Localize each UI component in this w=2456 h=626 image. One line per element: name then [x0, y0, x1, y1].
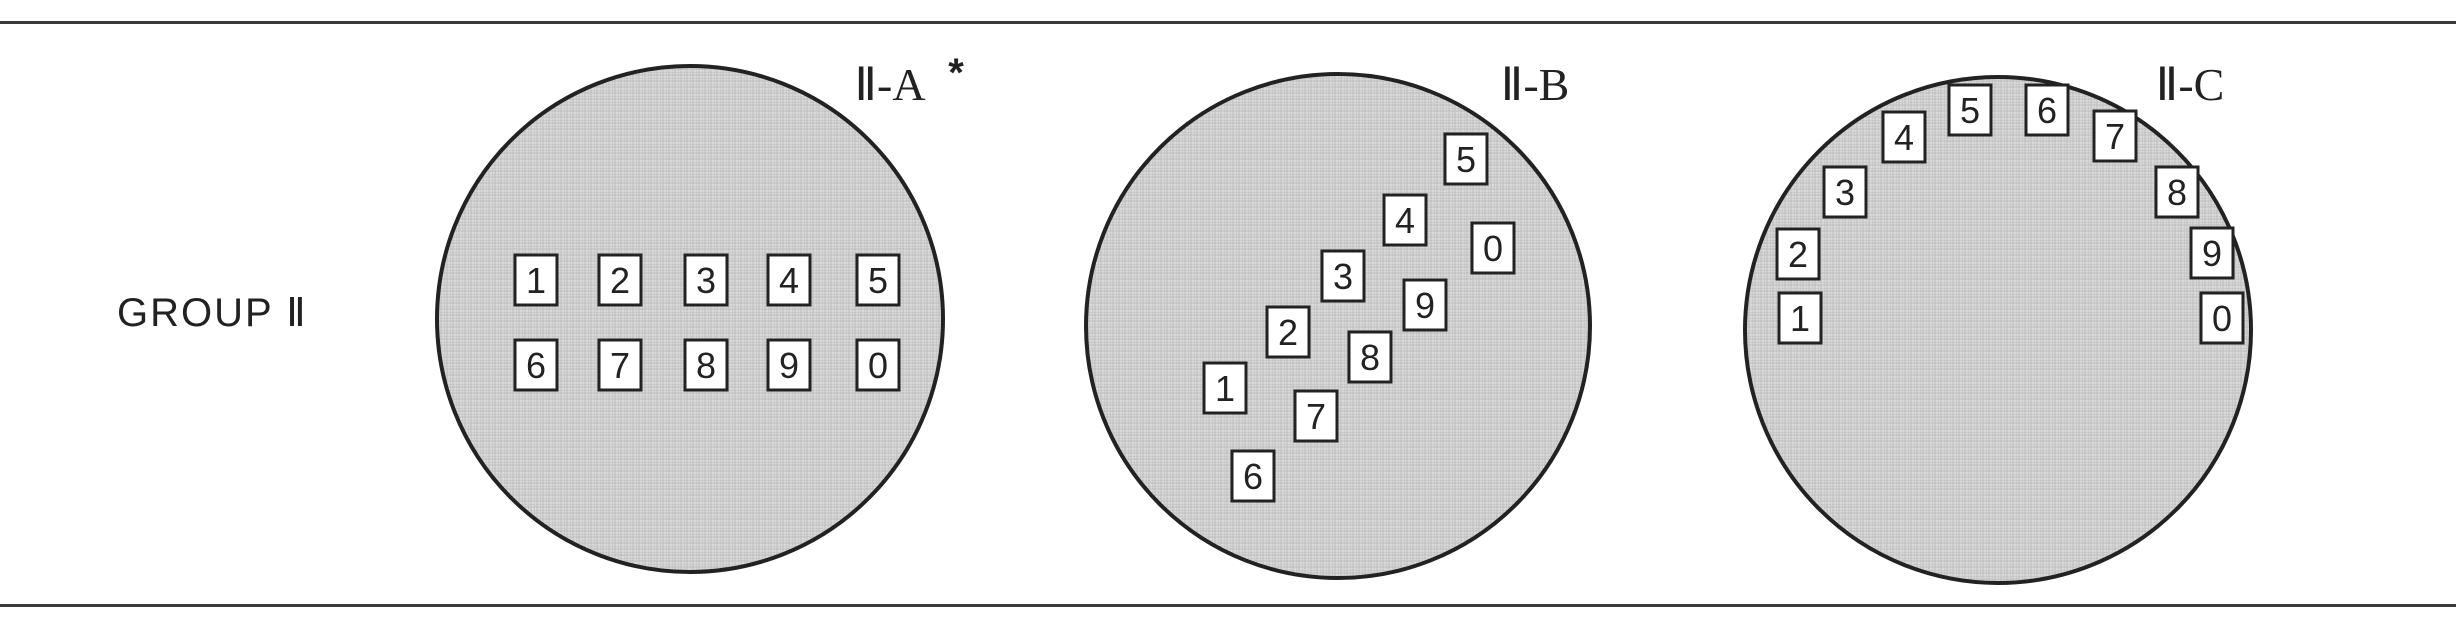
- key-9: 9: [1402, 278, 1448, 332]
- key-7: 7: [1293, 389, 1339, 443]
- panel-title-mark: *: [948, 51, 964, 95]
- key-7: 7: [597, 338, 643, 392]
- key-3: 3: [1822, 165, 1868, 219]
- key-9: 9: [2189, 226, 2235, 280]
- key-6: 6: [513, 338, 559, 392]
- key-7: 7: [2092, 109, 2138, 163]
- key-label: 1: [1790, 298, 1810, 339]
- key-label: 0: [2212, 298, 2232, 339]
- key-8: 8: [1347, 330, 1393, 384]
- key-1: 1: [1202, 361, 1248, 415]
- panel-2: Ⅱ-B 54 0 3 9 2 8 1 7 6: [1084, 59, 1592, 580]
- panel-3: Ⅱ-C 5 6 4 7 3 8 2 9 1 0: [1743, 59, 2253, 585]
- key-5: 5: [1947, 83, 1993, 137]
- key-label: 0: [1483, 228, 1503, 269]
- panel-title: Ⅱ-C: [2156, 59, 2225, 110]
- panel-1: Ⅱ-A * 1 2 3 4 5 6 7 8 9 0: [435, 51, 964, 574]
- panel-title: Ⅱ-B: [1501, 59, 1570, 110]
- key-1: 1: [513, 253, 559, 307]
- key-5: 5: [855, 253, 901, 307]
- key-label: 6: [2037, 90, 2057, 131]
- key-label: 9: [779, 345, 799, 386]
- key-label: 2: [1278, 312, 1298, 353]
- key-label: 5: [1456, 139, 1476, 180]
- key-label: 9: [1415, 285, 1435, 326]
- panel-circle: [1743, 75, 2253, 585]
- panel-circle: [1084, 72, 1592, 580]
- key-2: 2: [1775, 227, 1821, 281]
- key-6: 6: [2024, 83, 2070, 137]
- panel-circle: [435, 64, 945, 574]
- group-label: GROUP Ⅱ: [117, 291, 308, 335]
- bottom-rule: [0, 604, 2456, 607]
- key-label: 4: [779, 260, 799, 301]
- key-label: 4: [1395, 200, 1415, 241]
- key-8: 8: [683, 338, 729, 392]
- key-label: 8: [696, 345, 716, 386]
- key-8: 8: [2154, 165, 2200, 219]
- key-3: 3: [1320, 249, 1366, 303]
- key-5: 5: [1443, 132, 1489, 186]
- key-4: 4: [1382, 193, 1428, 247]
- key-label: 5: [1960, 90, 1980, 131]
- key-label: 2: [1788, 234, 1808, 275]
- key-6: 6: [1230, 449, 1276, 503]
- key-label: 8: [2167, 172, 2187, 213]
- key-label: 7: [2105, 116, 2125, 157]
- key-label: 6: [526, 345, 546, 386]
- key-9: 9: [766, 338, 812, 392]
- key-label: 2: [610, 260, 630, 301]
- key-label: 9: [2202, 233, 2222, 274]
- key-4: 4: [766, 253, 812, 307]
- key-label: 3: [1835, 172, 1855, 213]
- key-2: 2: [597, 253, 643, 307]
- key-0: 0: [1470, 221, 1516, 275]
- key-label: 7: [610, 345, 630, 386]
- panel-title: Ⅱ-A: [854, 59, 925, 110]
- key-4: 4: [1881, 110, 1927, 164]
- key-label: 1: [526, 260, 546, 301]
- key-0: 0: [855, 338, 901, 392]
- key-1: 1: [1777, 291, 1823, 345]
- key-0: 0: [2199, 291, 2245, 345]
- key-label: 8: [1360, 337, 1380, 378]
- key-2: 2: [1265, 305, 1311, 359]
- key-3: 3: [683, 253, 729, 307]
- key-label: 7: [1306, 396, 1326, 437]
- key-label: 1: [1215, 368, 1235, 409]
- key-label: 5: [868, 260, 888, 301]
- key-label: 4: [1894, 117, 1914, 158]
- key-label: 6: [1243, 456, 1263, 497]
- key-label: 3: [1333, 256, 1353, 297]
- key-label: 0: [868, 345, 888, 386]
- key-label: 3: [696, 260, 716, 301]
- top-rule: [0, 21, 2456, 24]
